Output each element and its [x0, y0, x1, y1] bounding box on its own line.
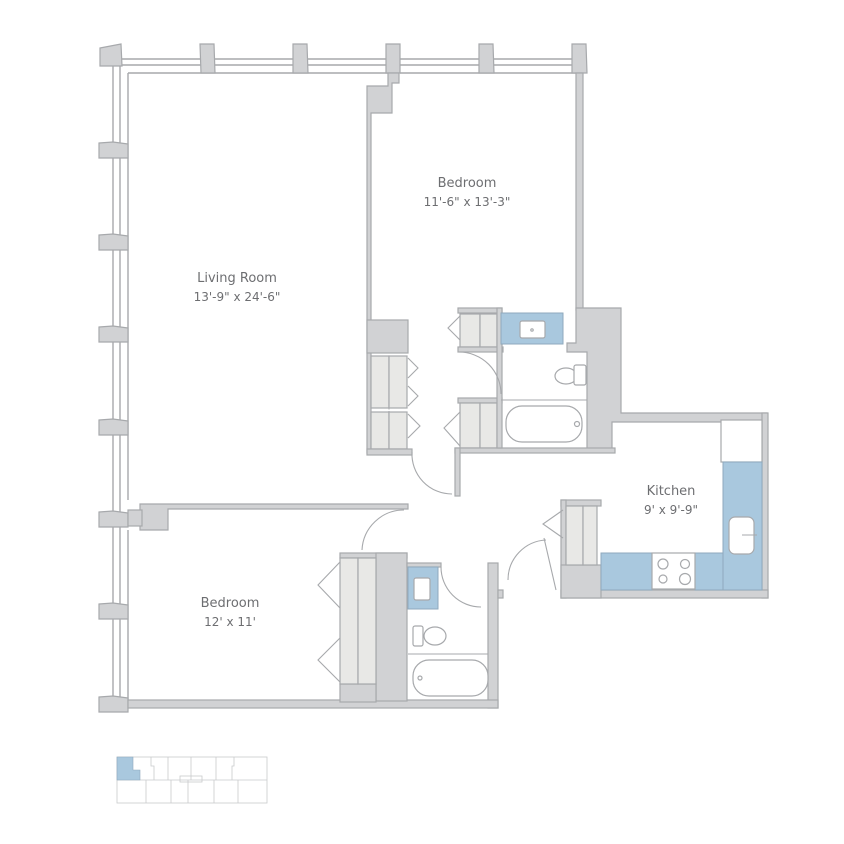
entry-doors — [487, 539, 547, 709]
bedroom-1-walls — [366, 72, 768, 454]
left-columns — [98, 141, 129, 713]
top-columns — [99, 43, 588, 74]
toilet-icon — [423, 626, 447, 646]
room-dimensions: 13'-9" x 24'-6" — [193, 290, 281, 304]
pantry — [720, 419, 763, 463]
room-dimensions: 11'-6" x 13'-3" — [423, 195, 511, 209]
kitchen-closet — [542, 505, 598, 591]
bedroom-2-closet — [317, 557, 377, 685]
counter-bottom-right — [694, 552, 724, 591]
bathroom-2 — [406, 562, 489, 697]
toilet-tank — [412, 625, 424, 647]
kitchen-counters — [600, 419, 763, 591]
room-name: Bedroom — [437, 176, 497, 191]
key-plan — [116, 756, 268, 804]
room-label-bedroom-1: Bedroom 11'-6" x 13'-3" — [424, 175, 511, 211]
bathtub-icon — [412, 659, 489, 697]
keyplan-highlight — [116, 756, 141, 781]
room-label-bedroom-2: Bedroom 12' x 11' — [201, 595, 260, 631]
hall-doors — [411, 451, 456, 495]
sink-icon — [413, 577, 431, 601]
hall-closets-left — [366, 319, 421, 456]
room-name: Bedroom — [200, 596, 260, 611]
room-label-kitchen: Kitchen 9' x 9'-9" — [644, 483, 698, 519]
room-label-living-room: Living Room 13'-9" x 24'-6" — [194, 270, 281, 306]
counter-bottom-left — [600, 552, 653, 591]
bathtub-icon — [505, 405, 583, 443]
top-exterior-wall — [120, 58, 580, 74]
bath-1-closets — [443, 307, 616, 497]
bedroom-2-walls — [127, 503, 499, 709]
room-dimensions: 12' x 11' — [204, 615, 256, 629]
room-name: Living Room — [197, 271, 277, 286]
bathroom-1 — [458, 307, 587, 449]
room-dimensions: 9' x 9'-9" — [643, 503, 699, 517]
room-name: Kitchen — [646, 484, 696, 499]
